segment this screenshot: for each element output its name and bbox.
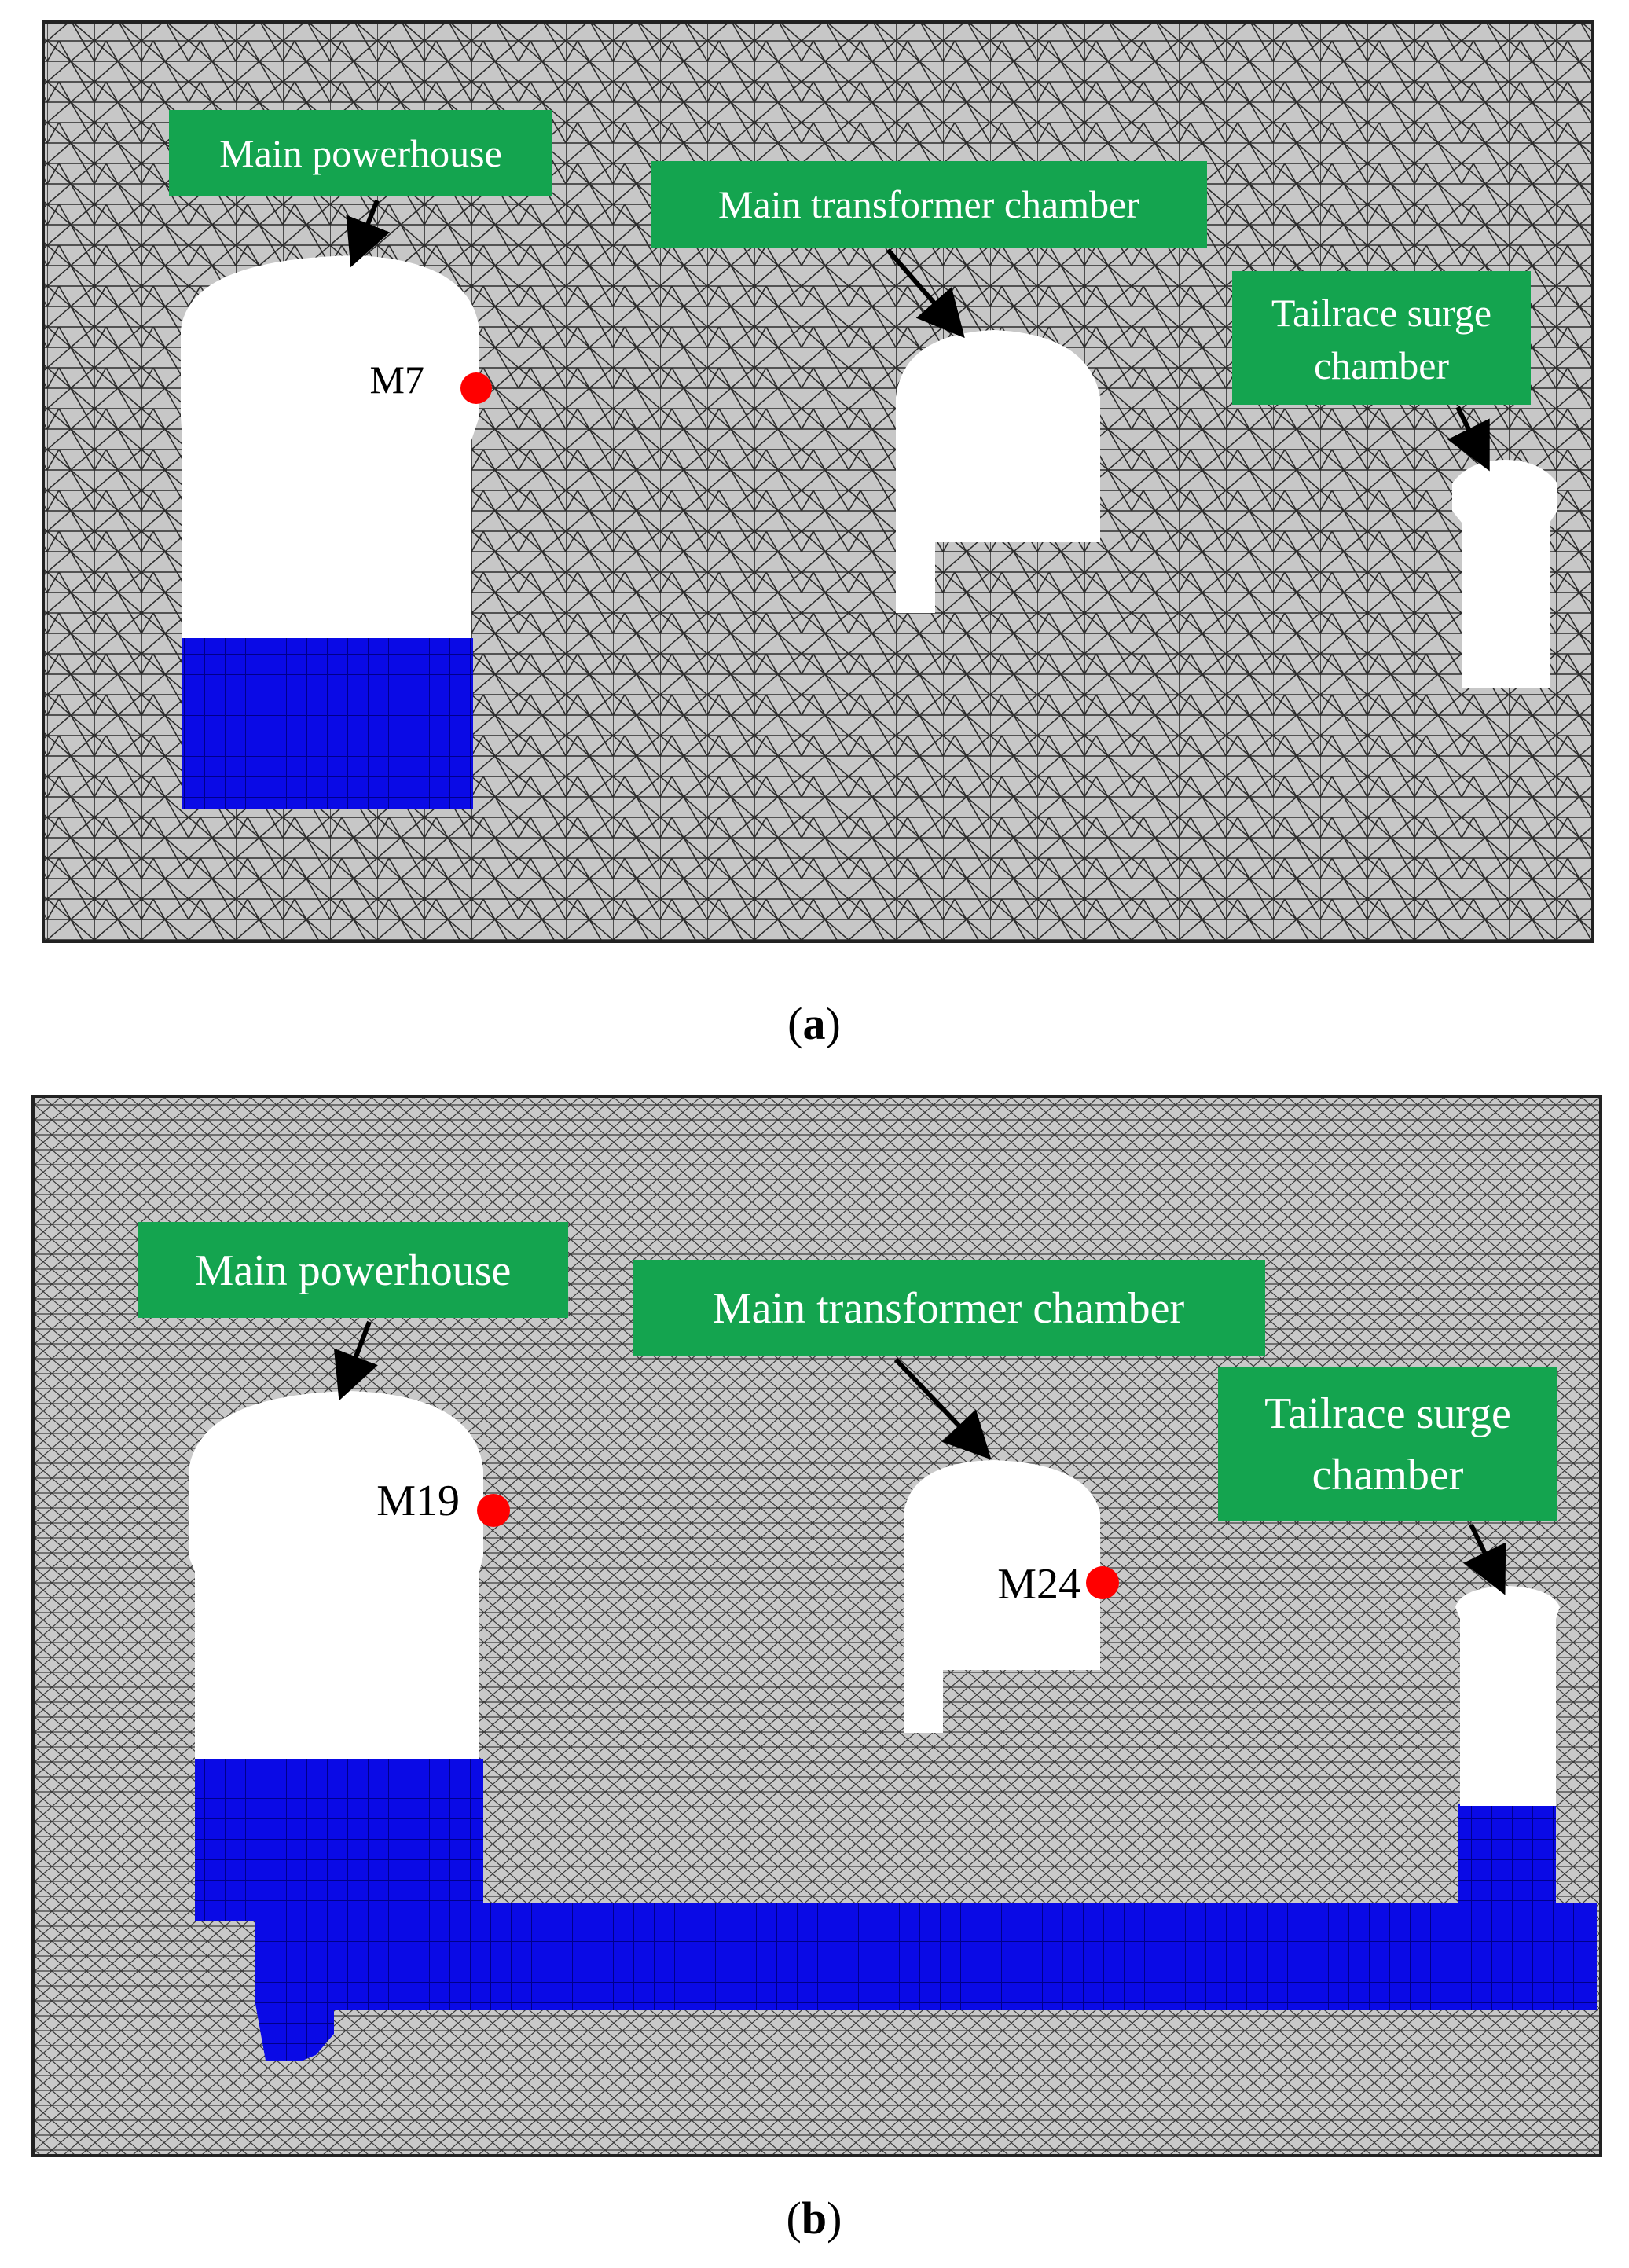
panel-a: Main powerhouse Main transformer chamber… — [42, 20, 1594, 1049]
monitor-point-label: M24 — [997, 1560, 1080, 1609]
arrow-surge-b — [1463, 1523, 1506, 1595]
monitor-point-m7: M7 — [370, 358, 492, 404]
transformer-cavern-a — [896, 330, 1100, 613]
arrow-powerhouse-a — [346, 199, 391, 268]
arrow-surge-a — [1447, 406, 1490, 472]
label-text: Tailrace surge — [1271, 291, 1491, 335]
transformer-cavern-b — [904, 1460, 1100, 1733]
monitor-point-m24: M24 — [997, 1560, 1119, 1609]
monitor-point-label: M19 — [376, 1477, 460, 1525]
arrow-transformer-a — [886, 248, 965, 339]
water-zone-b — [195, 1759, 1597, 2061]
caption-letter: a — [803, 998, 826, 1049]
label-powerhouse-b: Main powerhouse — [138, 1222, 568, 1318]
arrow-powerhouse-b — [333, 1320, 378, 1401]
monitor-point-label: M7 — [370, 358, 424, 402]
label-text: Main transformer chamber — [718, 182, 1139, 226]
powerhouse-water-a — [182, 638, 473, 809]
label-transformer-b: Main transformer chamber — [633, 1260, 1265, 1356]
monitor-point-m19: M19 — [376, 1477, 510, 1527]
label-text: Main powerhouse — [219, 131, 502, 175]
label-text: chamber — [1312, 1451, 1464, 1499]
powerhouse-cavern-b — [189, 1391, 483, 1760]
label-transformer-a: Main transformer chamber — [651, 161, 1207, 248]
caption-a: (a) — [787, 998, 841, 1049]
label-surge-b: Tailrace surge chamber — [1218, 1367, 1557, 1521]
label-text: Main transformer chamber — [713, 1284, 1185, 1333]
surge-cavern-a — [1452, 460, 1557, 688]
label-text: Tailrace surge — [1264, 1389, 1511, 1438]
label-surge-a: Tailrace surge chamber — [1232, 271, 1531, 405]
caption-letter: b — [802, 2193, 827, 2244]
caption-b: (b) — [787, 2193, 842, 2244]
label-text: Main powerhouse — [195, 1246, 512, 1295]
surge-cavern-b — [1455, 1586, 1560, 1806]
arrow-transformer-b — [893, 1357, 992, 1460]
label-powerhouse-a: Main powerhouse — [169, 110, 552, 196]
panel-b: Main powerhouse Main transformer chamber… — [31, 1095, 1602, 2244]
powerhouse-cavern-a — [181, 255, 479, 640]
label-text: chamber — [1314, 343, 1449, 387]
